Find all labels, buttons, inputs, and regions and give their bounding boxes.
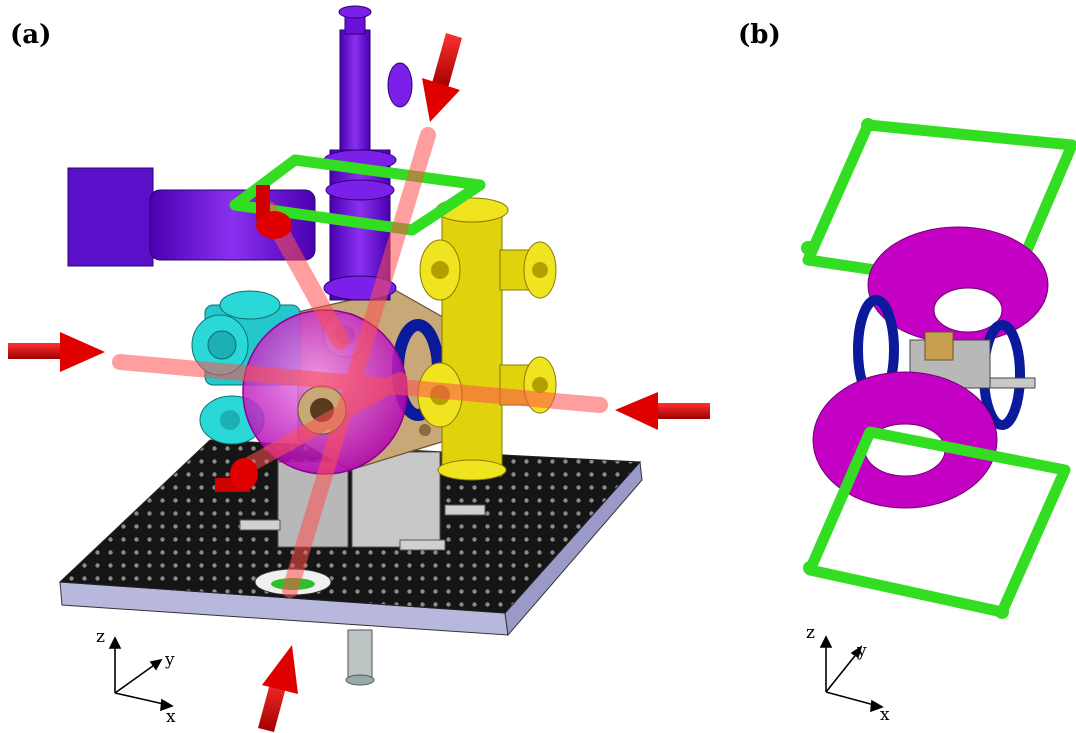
panel-label-b: (b) xyxy=(738,20,781,50)
green-coil-frame-top xyxy=(229,154,486,236)
optical-breadboard xyxy=(58,439,643,637)
axes-triad-b xyxy=(819,635,884,713)
beam-diagonal-top xyxy=(282,127,436,598)
panel-a-illustration: z y x xyxy=(8,5,710,732)
mount-clamp-front xyxy=(399,539,446,551)
purple-valve-assembly xyxy=(67,5,413,301)
axis-label-x-b: x xyxy=(880,705,890,725)
axis-label-y-a: y xyxy=(164,650,175,670)
axis-label-z-b: z xyxy=(806,623,815,643)
axis-label-x-a: x xyxy=(166,707,176,727)
green-coil-frame-bottom-b xyxy=(803,426,1071,619)
red-arrows xyxy=(8,33,710,732)
bottom-feedthrough xyxy=(345,629,375,686)
arrow-bottom-incoming xyxy=(258,645,298,732)
axis-label-y-b: y xyxy=(856,641,867,661)
breadboard-top xyxy=(58,439,642,614)
arrow-lower-left-small xyxy=(215,458,258,492)
panel-label-a: (a) xyxy=(10,20,52,50)
magenta-coil-top-b xyxy=(867,226,1049,344)
mount-posts xyxy=(239,451,486,551)
mount-clamp-left xyxy=(239,519,281,531)
arrow-left-incoming xyxy=(8,332,105,372)
mount-post-right xyxy=(351,451,441,548)
panel-b-illustration: z y x xyxy=(801,118,1076,725)
arrow-top-incoming xyxy=(422,33,462,122)
arrow-upper-left-small xyxy=(256,185,292,239)
laser-beams xyxy=(112,127,608,598)
arrow-right-incoming xyxy=(615,392,710,430)
axes-triad-a xyxy=(108,636,174,712)
beam-diagonal-right xyxy=(232,372,408,478)
axis-label-z-a: z xyxy=(96,627,105,647)
mount-clamp-right xyxy=(444,504,486,516)
